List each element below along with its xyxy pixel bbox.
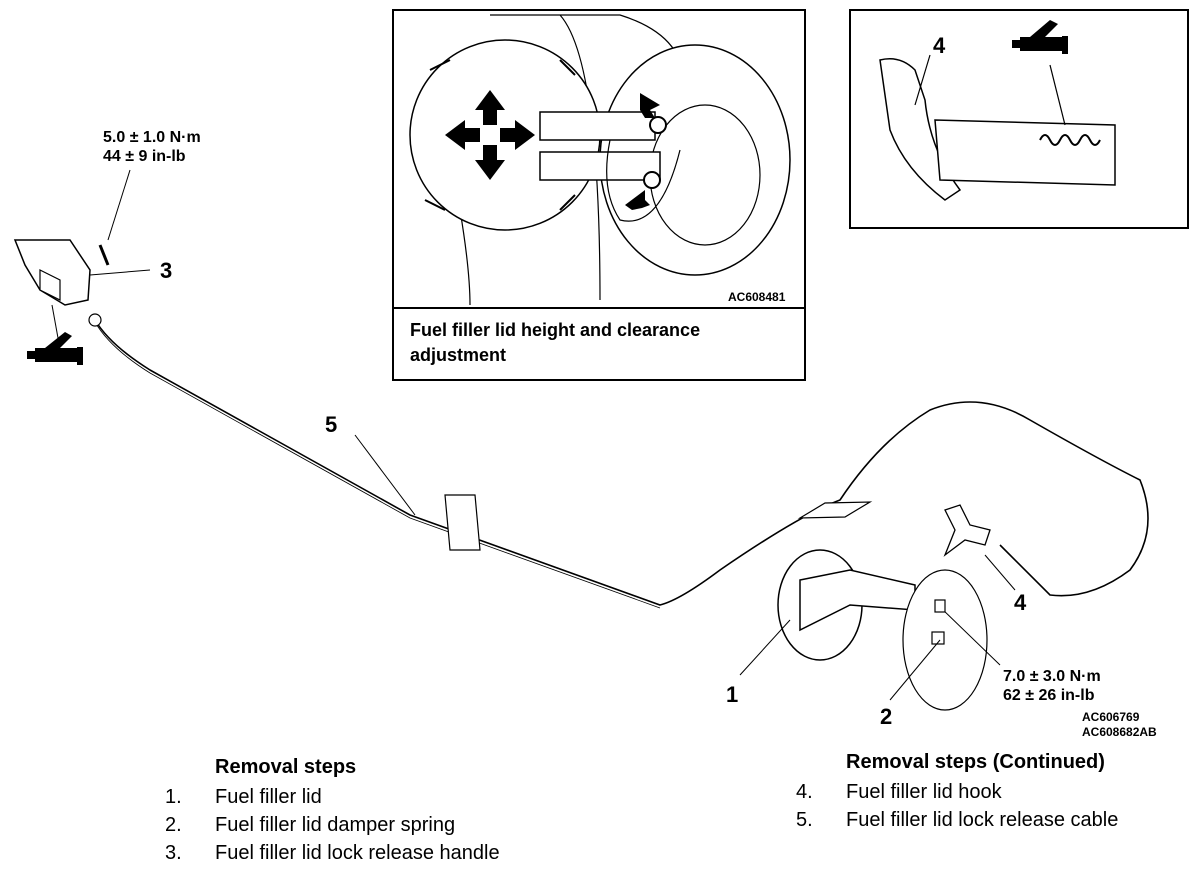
removal-step-item: 5. Fuel filler lid lock release cable: [796, 806, 1118, 834]
lock-release-handle: [13, 169, 151, 365]
callout-2: 2: [880, 704, 893, 729]
inset-hook-box: [849, 9, 1189, 229]
figure-code-2: AC608682AB: [1082, 725, 1157, 739]
callout-4-main: 4: [1014, 590, 1027, 615]
callout-4-inset: 4: [933, 33, 946, 58]
removal-steps-heading: Removal steps: [215, 755, 357, 778]
removal-step-item: 4. Fuel filler lid hook: [796, 778, 1118, 806]
callout-3: 3: [160, 258, 173, 283]
torque-spec-bottom: 7.0 ± 3.0 N·m 62 ± 26 in-lb: [1003, 667, 1101, 705]
torque-bottom-inlb: 62 ± 26 in-lb: [1003, 687, 1095, 704]
figure-code-1: AC606769: [1082, 710, 1140, 724]
torque-top-inlb: 44 ± 9 in-lb: [103, 148, 186, 165]
inset-figure-code: AC608481: [728, 290, 786, 304]
step-number: 3.: [165, 841, 182, 864]
step-label: Fuel filler lid hook: [846, 780, 1002, 803]
step-number: 2.: [165, 813, 182, 836]
figure-codes: AC606769 AC608682AB: [1082, 710, 1157, 740]
fuel-filler-lid: [739, 549, 1001, 711]
torque-top-nm: 5.0 ± 1.0 N·m: [103, 129, 201, 146]
torque-bottom-nm: 7.0 ± 3.0 N·m: [1003, 668, 1101, 685]
inset-adjustment-box: [392, 9, 806, 381]
removal-step-item: 3. Fuel filler lid lock release handle: [165, 839, 500, 867]
release-cable: [94, 319, 1149, 606]
torque-spec-top: 5.0 ± 1.0 N·m 44 ± 9 in-lb: [103, 128, 201, 166]
step-label: Fuel filler lid lock release cable: [846, 808, 1119, 831]
step-number: 4.: [796, 780, 813, 803]
callout-1: 1: [726, 682, 739, 707]
removal-step-item: 1. Fuel filler lid: [165, 783, 500, 811]
removal-steps-continued-heading: Removal steps (Continued): [846, 750, 1105, 773]
callout-5: 5: [325, 412, 338, 437]
step-number: 1.: [165, 785, 182, 808]
inset-caption: Fuel filler lid height and clearance adj…: [410, 320, 701, 365]
fuel-filler-lid-hook: [943, 504, 1016, 591]
removal-steps: Removal steps 1. Fuel filler lid 2. Fuel…: [165, 753, 500, 867]
step-label: Fuel filler lid lock release handle: [215, 841, 500, 864]
step-number: 5.: [796, 808, 813, 831]
step-label: Fuel filler lid: [215, 785, 322, 808]
removal-steps-continued: Removal steps (Continued) 4. Fuel filler…: [796, 748, 1118, 834]
step-label: Fuel filler lid damper spring: [215, 813, 456, 836]
removal-step-item: 2. Fuel filler lid damper spring: [165, 811, 500, 839]
